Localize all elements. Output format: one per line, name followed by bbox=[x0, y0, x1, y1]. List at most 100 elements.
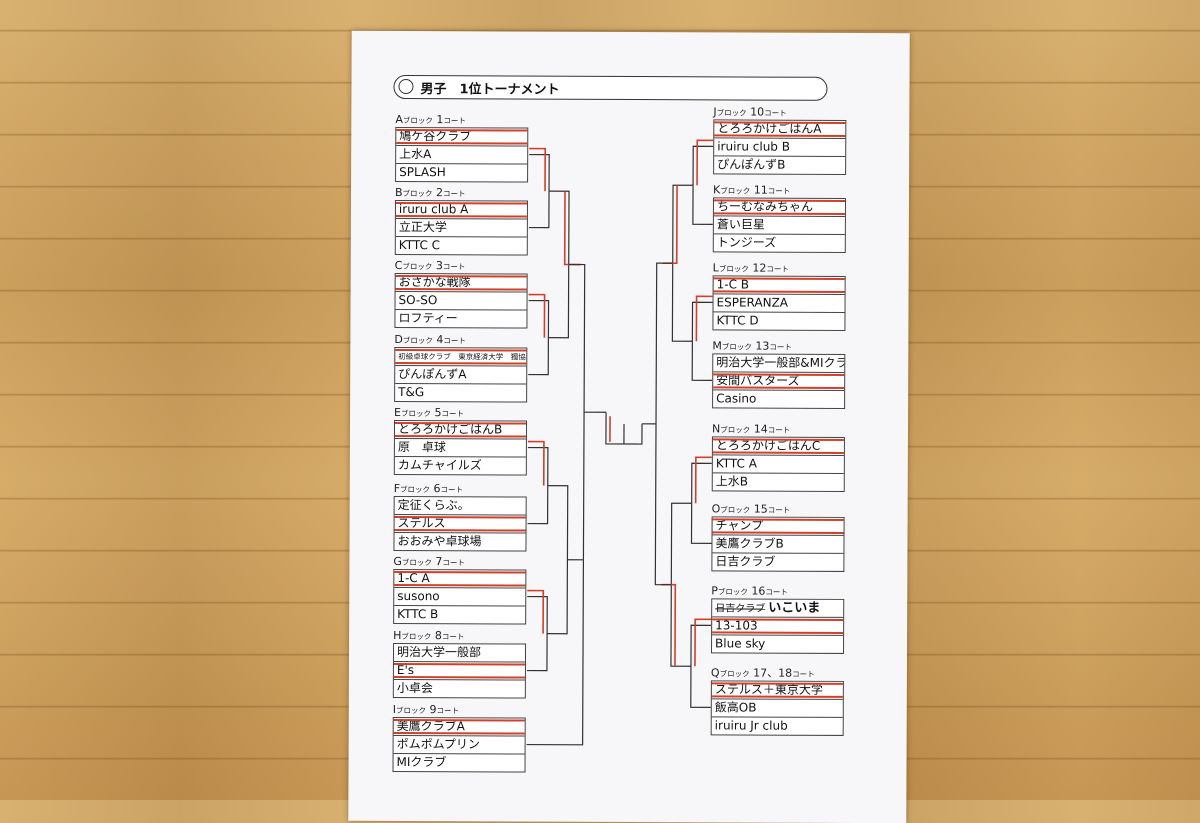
court-number: 17、18 bbox=[753, 667, 792, 680]
block-header: Hブロック 8コート bbox=[393, 629, 526, 644]
block-suffix: ブロック bbox=[720, 425, 750, 434]
team-row: iruiru Jr club bbox=[712, 716, 843, 735]
team-row-winner: ステルス bbox=[395, 514, 526, 533]
team-name: 初級卓球クラブ 東京経済大学 獨協大学 bbox=[398, 352, 526, 362]
bracket-line bbox=[655, 263, 672, 585]
team-row: MIクラブ bbox=[393, 753, 524, 772]
team-row-winner: チャンプ bbox=[713, 517, 844, 535]
team-row: ぴんぽんずA bbox=[395, 365, 526, 384]
team-row: Blue sky bbox=[712, 634, 843, 653]
team-row-winner: おさかな戦隊 bbox=[396, 274, 527, 292]
block-letter: G bbox=[393, 555, 402, 568]
court-suffix: コート bbox=[443, 116, 466, 125]
team-name: 鳩ケ谷クラブ bbox=[399, 129, 471, 143]
bracket-line bbox=[527, 597, 547, 671]
winner-line bbox=[661, 585, 675, 667]
court-suffix: コート bbox=[443, 189, 466, 198]
winner-line bbox=[696, 296, 712, 341]
team-row-winner: 美鷹クラブA bbox=[394, 718, 525, 736]
team-name: とろろかけごはんC bbox=[716, 438, 820, 452]
block-header: Bブロック 2コート bbox=[395, 186, 528, 201]
team-name: 美鷹クラブB bbox=[715, 536, 783, 550]
court-suffix: コート bbox=[443, 262, 466, 271]
team-row: Casino bbox=[713, 389, 844, 408]
bracket-line bbox=[527, 560, 584, 745]
team-name: おおみや卓球場 bbox=[397, 534, 481, 548]
court-suffix: コート bbox=[441, 485, 464, 494]
team-row: KTTC D bbox=[713, 311, 844, 330]
team-name: Casino bbox=[716, 391, 756, 405]
block-suffix: ブロック bbox=[396, 706, 426, 715]
team-name: 明治大学一般部 bbox=[397, 645, 481, 659]
court-suffix: コート bbox=[443, 336, 466, 345]
court-number: 6 bbox=[434, 482, 441, 495]
court-suffix: コート bbox=[768, 426, 791, 435]
court-suffix: コート bbox=[768, 506, 791, 515]
team-row-winner: 鳩ケ谷クラブ bbox=[396, 128, 527, 146]
team-name: KTTC B bbox=[397, 607, 438, 621]
block-suffix: ブロック bbox=[717, 108, 747, 117]
team-name: 1-C B bbox=[717, 277, 749, 291]
team-row: 飯高OB bbox=[712, 698, 843, 717]
block-letter: A bbox=[395, 113, 403, 126]
block-header: Lブロック 12コート bbox=[713, 261, 846, 276]
block-header: Nブロック 14コート bbox=[712, 422, 845, 437]
block-header: Dブロック 4コート bbox=[394, 333, 527, 348]
team-name: 蒼い巨星 bbox=[717, 217, 765, 231]
team-row: ESPERANZA bbox=[714, 293, 845, 312]
team-row: ぴんぽんずB bbox=[714, 155, 845, 174]
team-row-winner: 13-103 bbox=[712, 616, 843, 635]
block-suffix: ブロック bbox=[722, 342, 752, 351]
bracket-line bbox=[528, 448, 548, 524]
team-list: ステルス＋東京大学飯高OB iruiru Jr club bbox=[711, 680, 844, 736]
team-name: 飯高OB bbox=[715, 700, 757, 714]
block-header: Mブロック 13コート bbox=[712, 339, 845, 354]
block-suffix: ブロック bbox=[403, 336, 433, 345]
team-row: ポムポムプリン bbox=[394, 735, 525, 754]
court-suffix: コート bbox=[442, 558, 465, 567]
team-name: 美鷹クラブA bbox=[397, 719, 465, 733]
court-suffix: コート bbox=[792, 670, 815, 679]
team-row: 上水B bbox=[713, 472, 844, 491]
team-name: ちーむなみちゃん bbox=[717, 199, 813, 213]
team-name: ステルス＋東京大学 bbox=[715, 682, 823, 696]
team-name: iruiru club B bbox=[717, 139, 790, 153]
team-row: トンジーズ bbox=[714, 233, 845, 252]
bracket-line bbox=[529, 155, 549, 228]
team-row-winner: 初級卓球クラブ 東京経済大学 獨協大学 bbox=[395, 348, 526, 366]
court-suffix: コート bbox=[442, 632, 465, 641]
block-header: Iブロック 9コート bbox=[393, 703, 526, 718]
block-k: Kブロック 11コートちーむなみちゃん蒼い巨星トンジーズ bbox=[713, 183, 846, 253]
team-row-winner: iruru club A bbox=[396, 201, 527, 219]
team-row: KTTC A bbox=[713, 454, 844, 473]
team-name: ぴんぽんずA bbox=[398, 367, 466, 381]
team-list: 定征くらぶ。ステルスおおみや卓球場 bbox=[393, 496, 526, 552]
team-name: iruiru Jr club bbox=[715, 718, 788, 732]
court-number: 10 bbox=[750, 106, 764, 119]
team-row: susono bbox=[394, 587, 525, 606]
block-header: Cブロック 3コート bbox=[395, 259, 528, 274]
team-name: 明治大学一般部&MIクラブ bbox=[716, 355, 844, 370]
court-number: 9 bbox=[429, 703, 436, 716]
team-row: 美鷹クラブB bbox=[712, 534, 843, 553]
team-row: 明治大学一般部 bbox=[394, 644, 525, 662]
block-header: Eブロック 5コート bbox=[394, 406, 527, 421]
block-suffix: ブロック bbox=[401, 632, 431, 641]
block-header: Jブロック 10コート bbox=[713, 105, 846, 120]
struck-team-name: 日吉クラブ bbox=[715, 603, 765, 614]
